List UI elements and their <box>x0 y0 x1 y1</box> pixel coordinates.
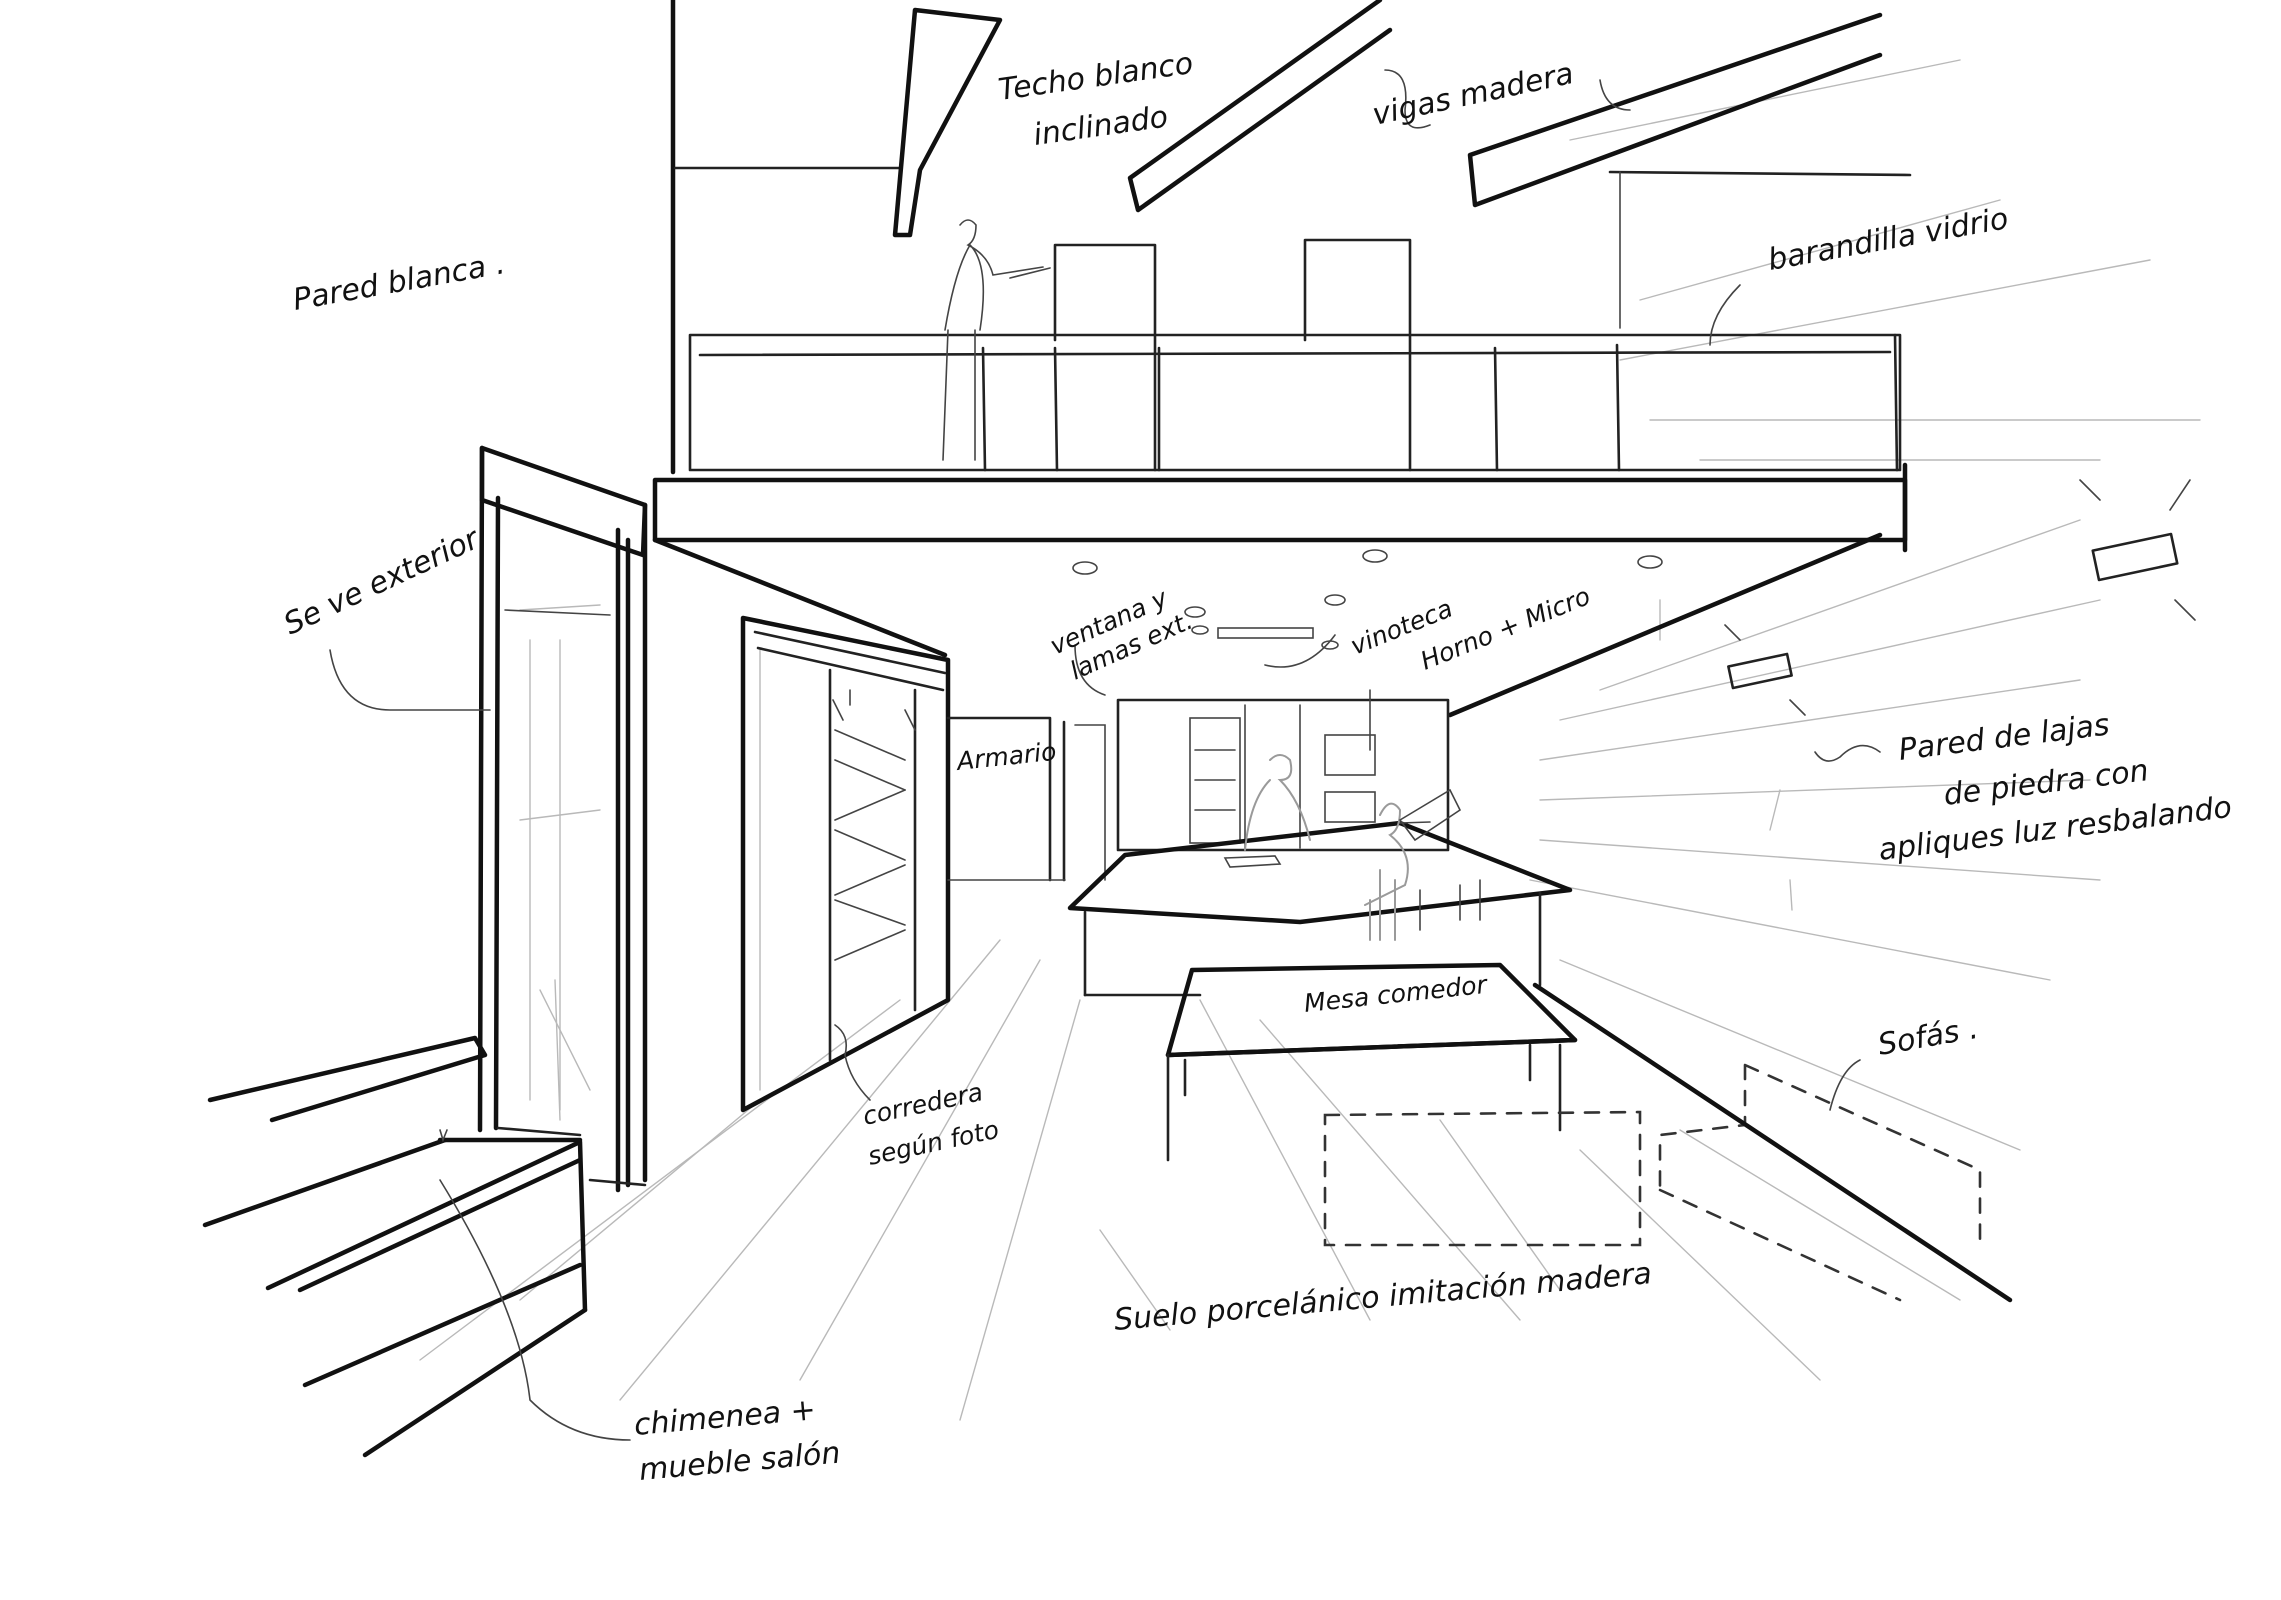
left-large-window <box>477 445 648 1193</box>
label-apliques-luz: apliques luz resbalando <box>1877 790 2234 868</box>
right-ceiling-line <box>1447 532 1883 718</box>
annotation-ventana: ventana y lamas ext. <box>1046 583 1197 686</box>
label-se-ve-exterior: Se ve exterior <box>279 521 486 642</box>
door-panel-pencil-lines <box>519 604 761 1121</box>
annotation-corredera: corredera según foto <box>860 1077 1001 1171</box>
label-pared-de-lajas: Pared de lajas <box>1897 707 2112 768</box>
label-techo-blanco: Techo blanco <box>996 46 1195 108</box>
central-wall-sliding-door <box>740 615 951 1113</box>
person-on-mezzanine <box>942 219 1051 461</box>
label-mesa-comedor: Mesa comedor <box>1303 970 1490 1018</box>
wooden-beams <box>892 0 1883 238</box>
label-suelo-porcelanico: Suelo porcelánico imitación madera <box>1113 1256 1653 1338</box>
annotation-techo: Techo blanco inclinado <box>996 46 1195 153</box>
kitchen-tall-units <box>1116 698 1450 852</box>
back-wall-and-armario <box>946 716 1106 882</box>
label-sofas: Sofás . <box>1875 1011 1981 1063</box>
annotation-pared-lajas: Pared de lajas de piedra con apliques lu… <box>1877 707 2234 868</box>
sofas-dashed <box>1323 1063 1982 1302</box>
mezzanine-doors <box>1053 238 1412 472</box>
label-vigas-madera: vigas madera <box>1369 56 1576 133</box>
fireplace-and-cabinet <box>202 1035 588 1458</box>
dining-table <box>1165 962 1578 1162</box>
pencil-people-kitchen <box>1244 754 1409 941</box>
annotation-chimenea: chimenea + mueble salón <box>633 1392 842 1488</box>
label-pared-blanca: Pared blanca . <box>290 246 507 318</box>
leader-lines <box>329 69 1881 1441</box>
kitchen-island <box>1067 820 1573 997</box>
right-wall-floor-line <box>1532 982 2013 1303</box>
stone-wall-pencil-lines <box>1529 59 2201 1151</box>
bar-stools <box>1398 788 1481 931</box>
ceiling-spot-lights <box>1072 549 1663 650</box>
mezzanine-slab <box>652 462 1908 553</box>
wall-sconce-lights <box>1724 479 2196 716</box>
glass-railing <box>688 333 1902 472</box>
upper-wall-and-mezzanine <box>670 0 1912 475</box>
label-inclinado: inclinado <box>1031 99 1170 152</box>
label-chimenea: chimenea + <box>633 1392 817 1443</box>
label-armario: Armario <box>954 737 1058 776</box>
ceiling-line <box>652 537 948 658</box>
label-mueble-salon: mueble salón <box>638 1436 842 1488</box>
sliding-door-pattern <box>834 729 906 961</box>
label-barandilla-vidrio: barandilla vidrio <box>1765 201 2011 278</box>
floor-perspective-pencil-lines <box>419 939 1961 1421</box>
